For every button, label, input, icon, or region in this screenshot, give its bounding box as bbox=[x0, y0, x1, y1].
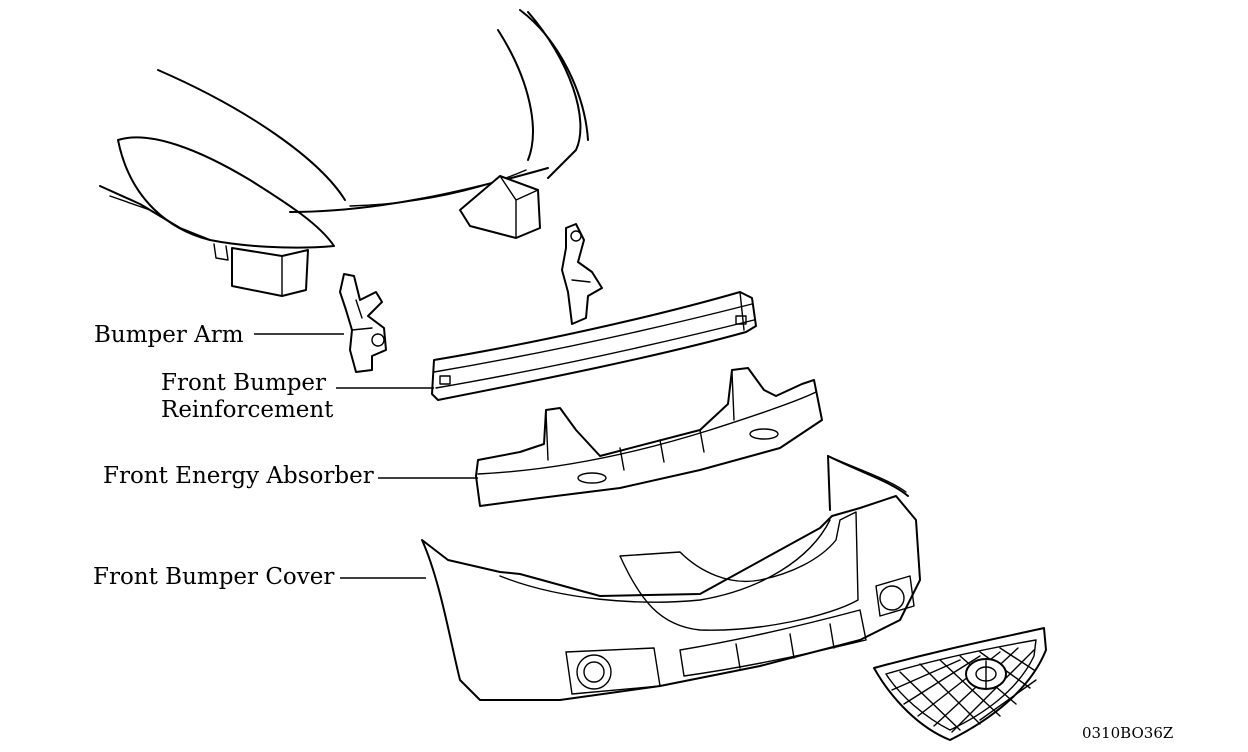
bumper-arm-left bbox=[339, 273, 387, 373]
figure-code: 0310BO36Z bbox=[1082, 724, 1173, 742]
label-front-bumper-reinforcement-line2: Reinforcement bbox=[161, 397, 334, 423]
label-front-bumper-cover: Front Bumper Cover bbox=[93, 564, 334, 590]
label-front-bumper-reinforcement-line1: Front Bumper bbox=[161, 370, 326, 396]
front-bumper-reinforcement bbox=[431, 291, 757, 401]
front-bumper-cover bbox=[421, 455, 921, 701]
bumper-arm-right bbox=[561, 223, 603, 325]
front-energy-absorber bbox=[475, 367, 823, 507]
label-bumper-arm: Bumper Arm bbox=[94, 322, 244, 348]
radiator-grille bbox=[873, 627, 1047, 741]
vehicle-front-body bbox=[99, 9, 589, 297]
label-front-energy-absorber: Front Energy Absorber bbox=[103, 463, 374, 489]
